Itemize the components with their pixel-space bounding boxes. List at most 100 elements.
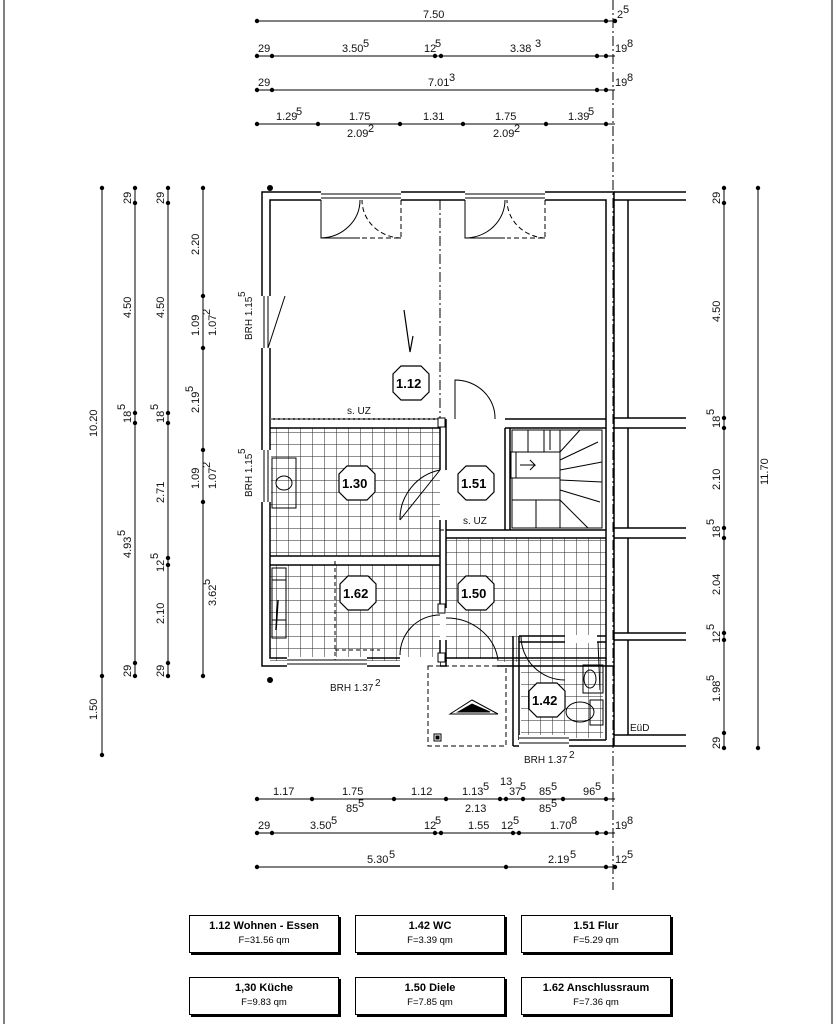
dim-label: 13 [500,776,512,788]
legend-area: F=7.85 qm [407,997,453,1008]
dim-sup: 5 [331,815,337,827]
dim-label: 1.13 [462,786,483,798]
dim-sup: 2 [368,123,374,135]
dim-label: 29 [122,192,134,204]
dim-label: 1.39 [568,111,589,123]
fixtures [270,200,604,726]
dim-sup: 5 [705,519,717,525]
dim-label: 4.50 [122,297,134,318]
dim-label: 18 [711,416,723,428]
dim-label: 3.50 [310,820,331,832]
legend-area: F=3.39 qm [407,935,453,946]
suz-label: s. UZ [463,516,487,527]
dim-label: 3.50 [342,43,363,55]
dim-label: 19 [615,43,627,55]
bottom-dimensions [254,796,618,870]
dim-sup: 5 [595,781,601,793]
annotations: BRH 1.15 5 BRH 1.15 5 BRH 1.37 2 BRH 1.3… [237,291,649,766]
staircase [511,429,603,529]
dim-sup: 5 [520,781,526,793]
dim-sup: 8 [627,72,633,84]
dim-label: 29 [258,43,270,55]
dim-label: 18 [155,411,167,423]
dim-label: 29 [155,192,167,204]
dim-label: 19 [615,820,627,832]
svg-text:1.42: 1.42 [532,693,557,708]
dim-label: 1.75 [495,111,516,123]
dim-sup: 5 [149,404,161,410]
dim-sup: 2 [201,309,213,315]
brh-sup: 2 [569,750,575,761]
svg-text:1.30: 1.30 [342,476,367,491]
dim-sup: 5 [363,38,369,50]
room-label-1-62: 1.62 [339,575,377,611]
legend-anschlussraum: 1.62 Anschlussraum F=7.36 qm [521,977,671,1015]
room-label-1-12: 1.12 [392,365,430,401]
dim-sup: 5 [705,409,717,415]
dim-label: 1.75 [349,111,370,123]
dim-label: 12 [615,854,627,866]
dim-sup: 5 [551,798,557,810]
dim-sup: 3 [449,72,455,84]
dim-sup: 5 [623,4,629,16]
legend-area: F=31.56 qm [238,935,290,946]
legend-title: 1,30 Küche [234,982,294,994]
dim-label: 1.50 [88,699,100,720]
dim-sup: 5 [358,798,364,810]
dim-label: 1.75 [342,786,363,798]
svg-text:1.12: 1.12 [396,376,421,391]
dim-sup: 5 [116,404,128,410]
dim-label: 1.17 [273,786,294,798]
brh-sup: 5 [237,448,248,454]
dim-label: 12 [424,43,436,55]
legend-wohnen-essen: 1.12 Wohnen - Essen F=31.56 qm [189,915,339,953]
brh-label: BRH 1.37 [524,755,568,766]
svg-text:1.50: 1.50 [461,586,486,601]
shelf-unit [271,567,287,639]
dim-sup: 5 [513,815,519,827]
dim-label: 5.30 [367,854,388,866]
dim-label: 1.12 [411,786,432,798]
doors [320,199,601,691]
left-dimensions [99,185,206,758]
dim-sup: 5 [627,849,633,861]
legend-title: 1.42 WC [408,920,452,932]
dim-label: 7.01 [428,77,449,89]
dim-sup: 5 [705,624,717,630]
dim-sup: 5 [435,38,441,50]
dim-label: 18 [711,526,723,538]
dim-sup: 5 [184,386,196,392]
suz-label: s. UZ [347,406,371,417]
dim-label: 3.38 [510,43,531,55]
dim-label: 2.09 [347,128,368,140]
dim-sup: 5 [570,849,576,861]
dim-sup: 5 [149,553,161,559]
room-labels: 1.12 1.30 1.51 1.62 1.50 1.42 [338,365,566,718]
dim-label: 1.07 [207,468,219,489]
dim-label: 1.31 [423,111,444,123]
room-label-1-30: 1.30 [338,465,376,501]
dim-label: 2.19 [190,392,202,413]
eud-label: EüD [630,723,649,734]
dim-label: 1.29 [276,111,297,123]
entrance-canopy [427,665,507,747]
brh-sup: 5 [237,291,248,297]
dim-label: 29 [155,665,167,677]
toilet-icon [589,699,604,726]
dim-label: 2.09 [493,128,514,140]
left-dimension-labels: 10.20 1.50 29 4.50 18 5 4.93 5 29 29 4.5… [88,192,219,720]
page-frame [3,0,833,1024]
direction-arrow [403,309,414,353]
dim-label: 11.70 [759,458,771,485]
dim-label: 12 [711,631,723,643]
legend-title: 1.62 Anschlussraum [542,982,650,994]
dim-sup: 5 [705,675,717,681]
dim-sup: 5 [435,815,441,827]
legend-title: 1.12 Wohnen - Essen [209,920,319,932]
room-label-1-42: 1.42 [528,682,566,718]
legend-title: 1.50 Diele [404,982,456,994]
dim-sup: 8 [627,38,633,50]
dim-label: 12 [501,820,513,832]
dim-label: 2.10 [155,603,167,624]
